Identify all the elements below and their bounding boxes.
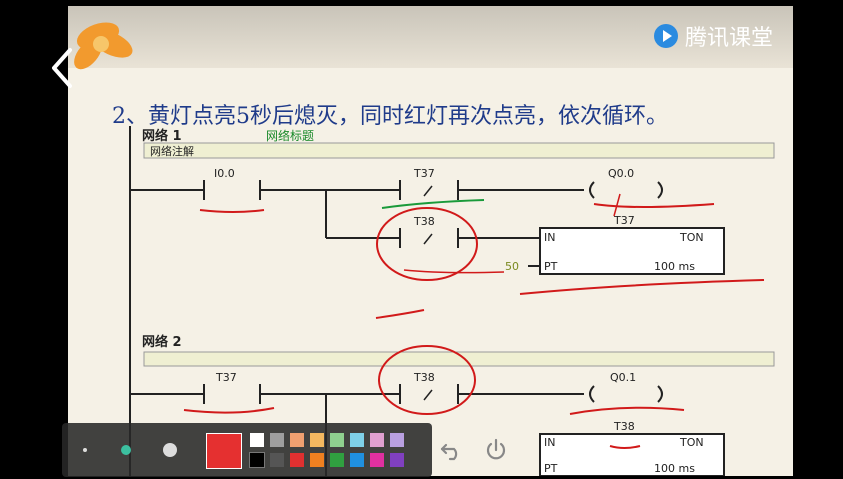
timer-t37-pt: PT bbox=[544, 260, 558, 273]
color-swatch-orange[interactable] bbox=[310, 453, 324, 467]
color-swatch-blue[interactable] bbox=[350, 453, 364, 467]
network1-comment-label: 网络注解 bbox=[150, 144, 194, 158]
timer-t38-pt: PT bbox=[544, 462, 558, 475]
annotation-underline bbox=[199, 209, 265, 213]
color-swatch-gray[interactable] bbox=[270, 433, 284, 447]
timer-t37-type: TON bbox=[679, 231, 704, 244]
timer-t38-base: 100 ms bbox=[654, 462, 695, 475]
brush-size-small-icon[interactable] bbox=[80, 445, 90, 455]
color-swatch-white[interactable] bbox=[250, 433, 264, 447]
brand-logo: 腾讯课堂 bbox=[653, 20, 773, 52]
annotation-green-mark bbox=[381, 199, 485, 209]
network1-title-label: 网络标题 bbox=[266, 128, 314, 143]
annotation-underline bbox=[609, 445, 641, 449]
network1-header: 网络 1 bbox=[142, 128, 182, 144]
network2-header: 网络 2 bbox=[142, 334, 182, 350]
selected-color-swatch[interactable] bbox=[206, 433, 242, 469]
contact-t38-label: T38 bbox=[413, 215, 435, 228]
color-swatch-green[interactable] bbox=[330, 453, 344, 467]
coil-q01-label: Q0.1 bbox=[610, 371, 636, 384]
contact-t37-n2-label: T37 bbox=[215, 371, 237, 384]
timer-t37-base: 100 ms bbox=[654, 260, 695, 273]
color-swatch-black[interactable] bbox=[249, 452, 265, 468]
annotation-tick bbox=[613, 193, 621, 217]
color-swatch-dark-gray[interactable] bbox=[270, 453, 284, 467]
timer-t38-block[interactable] bbox=[539, 433, 725, 476]
decorative-flower-icon bbox=[74, 22, 133, 70]
annotation-underline bbox=[375, 309, 425, 319]
color-palette bbox=[248, 431, 418, 471]
timer-t37-preset: 50 bbox=[505, 260, 519, 273]
timer-t37-name: T37 bbox=[613, 214, 635, 227]
tencent-classroom-icon bbox=[653, 24, 678, 48]
color-swatch-lavender[interactable] bbox=[390, 433, 404, 447]
ladder-diagram: 网络 1 网络标题 网络注解 I0.0 T37 Q0.0 bbox=[129, 126, 775, 476]
brush-size-medium-icon[interactable] bbox=[118, 442, 134, 458]
power-icon[interactable] bbox=[484, 437, 508, 463]
contact-t38-n2-label: T38 bbox=[413, 371, 435, 384]
color-swatch-light-green[interactable] bbox=[330, 433, 344, 447]
brand-name: 腾讯课堂 bbox=[684, 26, 773, 51]
color-swatch-light-pink[interactable] bbox=[370, 433, 384, 447]
brush-size-large-icon[interactable] bbox=[160, 440, 180, 460]
contact-i00-label: I0.0 bbox=[214, 167, 235, 180]
annotation-underline bbox=[403, 269, 505, 274]
network1-comment-bar[interactable] bbox=[143, 142, 775, 159]
slide-title: 2、黄灯点亮5秒后熄灭，同时红灯再次点亮，依次循环。 bbox=[112, 104, 668, 129]
network2-comment-bar[interactable] bbox=[143, 351, 775, 367]
timer-t37-block[interactable] bbox=[539, 227, 725, 275]
annotation-underline bbox=[519, 279, 765, 295]
annotation-circle bbox=[378, 345, 476, 415]
annotation-circle bbox=[376, 207, 478, 281]
undo-icon[interactable] bbox=[440, 439, 464, 461]
slide: 腾讯课堂 2、黄灯点亮5秒后熄灭，同时红灯再次点亮，依次循环。 网络 1 网络标… bbox=[68, 6, 793, 476]
coil-q00-label: Q0.0 bbox=[608, 167, 634, 180]
color-swatch-light-orange[interactable] bbox=[310, 433, 324, 447]
color-swatch-purple[interactable] bbox=[390, 453, 404, 467]
color-swatch-peach[interactable] bbox=[290, 433, 304, 447]
color-swatch-magenta[interactable] bbox=[370, 453, 384, 467]
annotation-underline bbox=[183, 407, 275, 414]
color-swatch-red[interactable] bbox=[290, 453, 304, 467]
contact-t37-label: T37 bbox=[413, 167, 435, 180]
timer-t38-in: IN bbox=[544, 436, 555, 449]
timer-t38-type: TON bbox=[679, 436, 704, 449]
color-swatch-light-blue[interactable] bbox=[350, 433, 364, 447]
timer-t38-name: T38 bbox=[613, 420, 635, 433]
back-button[interactable] bbox=[48, 46, 78, 90]
annotation-underline bbox=[569, 406, 685, 415]
timer-t37-in: IN bbox=[544, 231, 555, 244]
annotation-toolbar bbox=[62, 423, 506, 477]
annotation-underline bbox=[593, 203, 715, 208]
